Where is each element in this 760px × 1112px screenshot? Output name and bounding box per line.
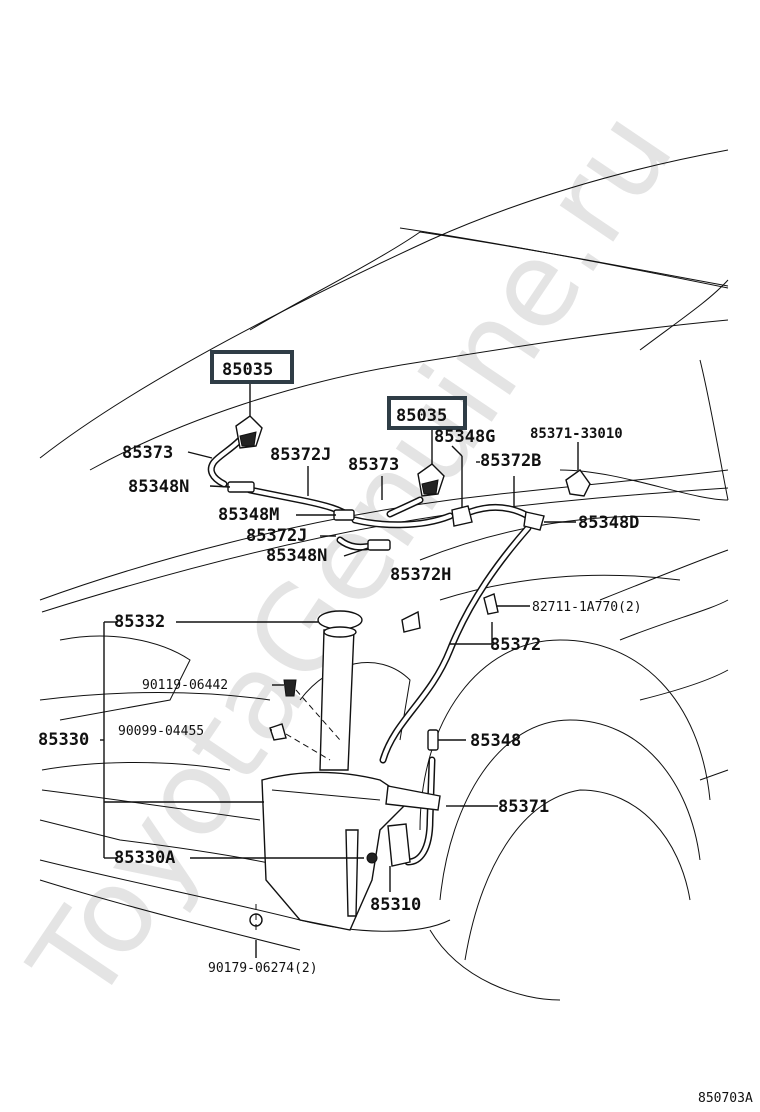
clip-85371-33010 bbox=[565, 469, 591, 497]
part-label-85372H[interactable]: 85372H bbox=[390, 565, 451, 585]
part-label-85373-b[interactable]: 85373 bbox=[348, 455, 399, 475]
part-label-85348M[interactable]: 85348M bbox=[218, 505, 279, 525]
part-label-85371-33010[interactable]: 85371-33010 bbox=[530, 426, 623, 442]
diagram-code: 850703A bbox=[698, 1091, 753, 1106]
part-label-85372J-a[interactable]: 85372J bbox=[270, 445, 331, 465]
part-label-85035-a[interactable]: 85035 bbox=[222, 360, 273, 380]
highlight-box-85035-a bbox=[210, 350, 294, 384]
clip-90099 bbox=[269, 723, 287, 741]
washer-hoses bbox=[207, 436, 532, 866]
part-label-85372[interactable]: 85372 bbox=[490, 635, 541, 655]
hose-joint-85348M bbox=[333, 509, 355, 521]
washer-nozzle-left bbox=[235, 415, 263, 449]
part-label-85330[interactable]: 85330 bbox=[38, 730, 89, 750]
part-label-85035-b[interactable]: 85035 bbox=[396, 406, 447, 426]
hose-joint-85348N-upper bbox=[227, 481, 255, 493]
part-label-85348N-a[interactable]: 85348N bbox=[128, 477, 189, 497]
leader-lines bbox=[100, 384, 579, 958]
part-label-85372J-b[interactable]: 85372J bbox=[246, 526, 307, 546]
bolt-90119 bbox=[283, 679, 297, 697]
hose-joint-85348N-lower bbox=[367, 539, 391, 551]
part-label-90179-06274[interactable]: 90179-06274(2) bbox=[208, 961, 318, 976]
part-label-90099-04455[interactable]: 90099-04455 bbox=[118, 724, 204, 739]
check-valve-85348G bbox=[451, 505, 473, 527]
part-label-85348D[interactable]: 85348D bbox=[578, 513, 639, 533]
part-label-85348N-b[interactable]: 85348N bbox=[266, 546, 327, 566]
part-label-85330A[interactable]: 85330A bbox=[114, 848, 175, 868]
part-label-85348[interactable]: 85348 bbox=[470, 731, 521, 751]
part-label-85310[interactable]: 85310 bbox=[370, 895, 421, 915]
clip-82711 bbox=[483, 593, 499, 615]
part-label-85373-a[interactable]: 85373 bbox=[122, 443, 173, 463]
highlight-box-85035-b bbox=[387, 396, 467, 430]
car-body-outline bbox=[39, 149, 729, 1001]
washer-nozzle-right bbox=[417, 463, 445, 497]
part-label-85371[interactable]: 85371 bbox=[498, 797, 549, 817]
hose-joint-85348D bbox=[523, 511, 545, 531]
washer-tank-assembly bbox=[249, 610, 441, 931]
part-label-82711-1A770[interactable]: 82711-1A770(2) bbox=[532, 600, 642, 615]
part-label-90119-06442[interactable]: 90119-06442 bbox=[142, 678, 228, 693]
part-label-85332[interactable]: 85332 bbox=[114, 612, 165, 632]
part-label-85348G[interactable]: 85348G bbox=[434, 427, 495, 447]
part-label-85372B[interactable]: 85372B bbox=[480, 451, 541, 471]
joint-85348 bbox=[427, 729, 439, 751]
